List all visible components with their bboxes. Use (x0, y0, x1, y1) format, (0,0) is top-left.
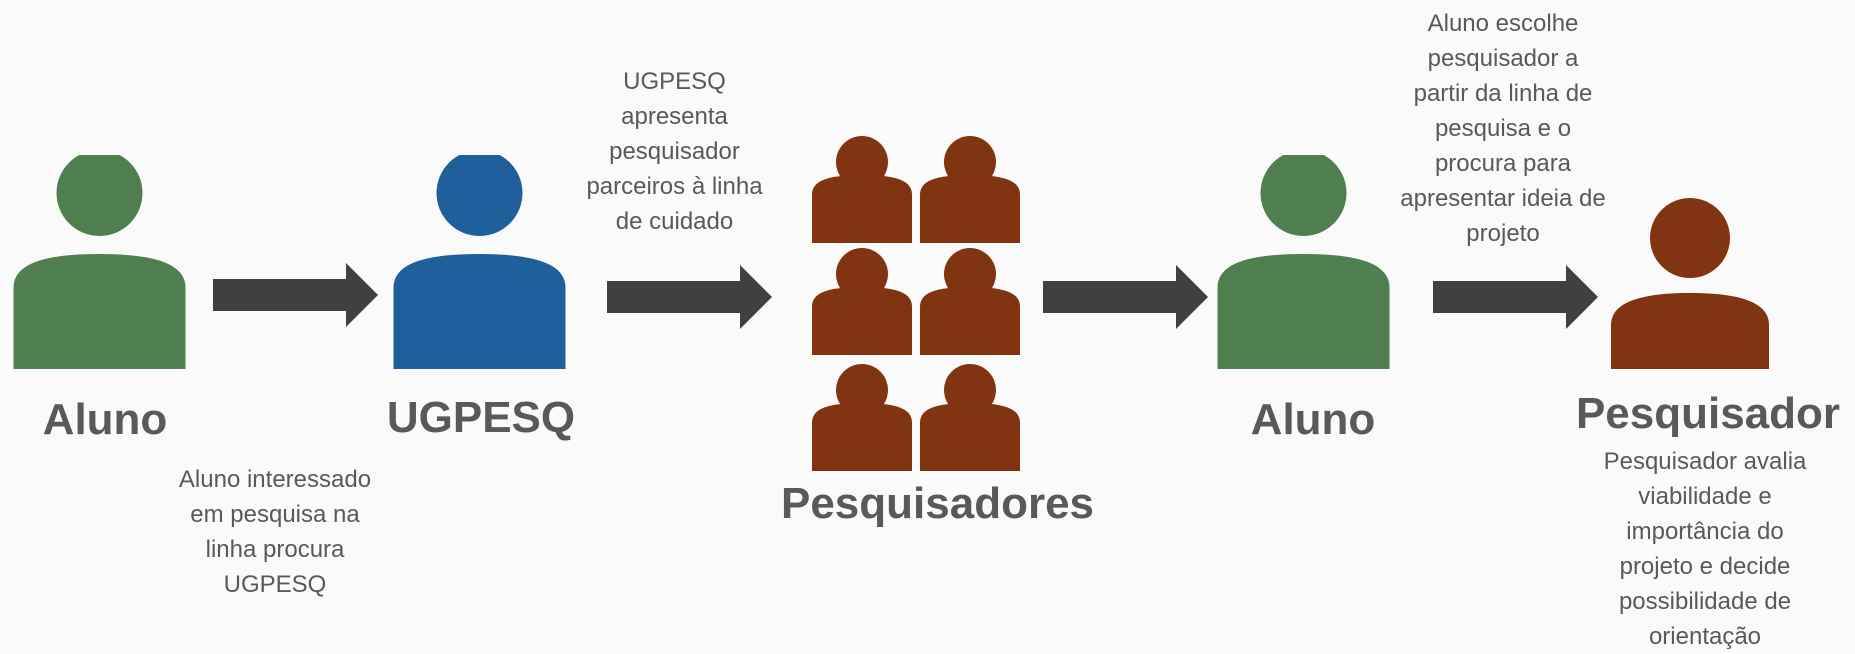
aluno-2-caption: Aluno escolhe pesquisador a partir da li… (1400, 10, 1606, 247)
arrow-right-icon (1043, 265, 1208, 329)
pesquisadores-group-icon (812, 136, 1020, 471)
arrow-right-icon (213, 263, 378, 327)
arrow-right-icon (607, 265, 772, 329)
pesquisador-person-icon (1611, 198, 1769, 369)
pesquisadores-title: Pesquisadores (780, 479, 1095, 528)
arrow-right-icon (1433, 265, 1598, 329)
pesquisador-title: Pesquisador (1575, 389, 1841, 438)
ugpesq-person-icon (393, 155, 566, 369)
person-icon (812, 248, 912, 355)
person-icon (812, 364, 912, 471)
aluno-1-title: Aluno (42, 395, 168, 444)
aluno-2-title: Aluno (1250, 395, 1376, 444)
pesquisador-caption: Pesquisador avalia viabilidade e importâ… (1603, 448, 1807, 650)
person-icon (920, 364, 1020, 471)
aluno-1-caption: Aluno interessado em pesquisa na linha p… (178, 466, 372, 598)
ugpesq-caption: UGPESQ apresenta pesquisador parceiros à… (586, 68, 763, 235)
person-icon (920, 248, 1020, 355)
aluno-2-person-icon (1217, 155, 1390, 369)
person-icon (812, 136, 912, 243)
person-icon (920, 136, 1020, 243)
ugpesq-title: UGPESQ (386, 393, 576, 442)
aluno-person-icon (13, 155, 186, 369)
